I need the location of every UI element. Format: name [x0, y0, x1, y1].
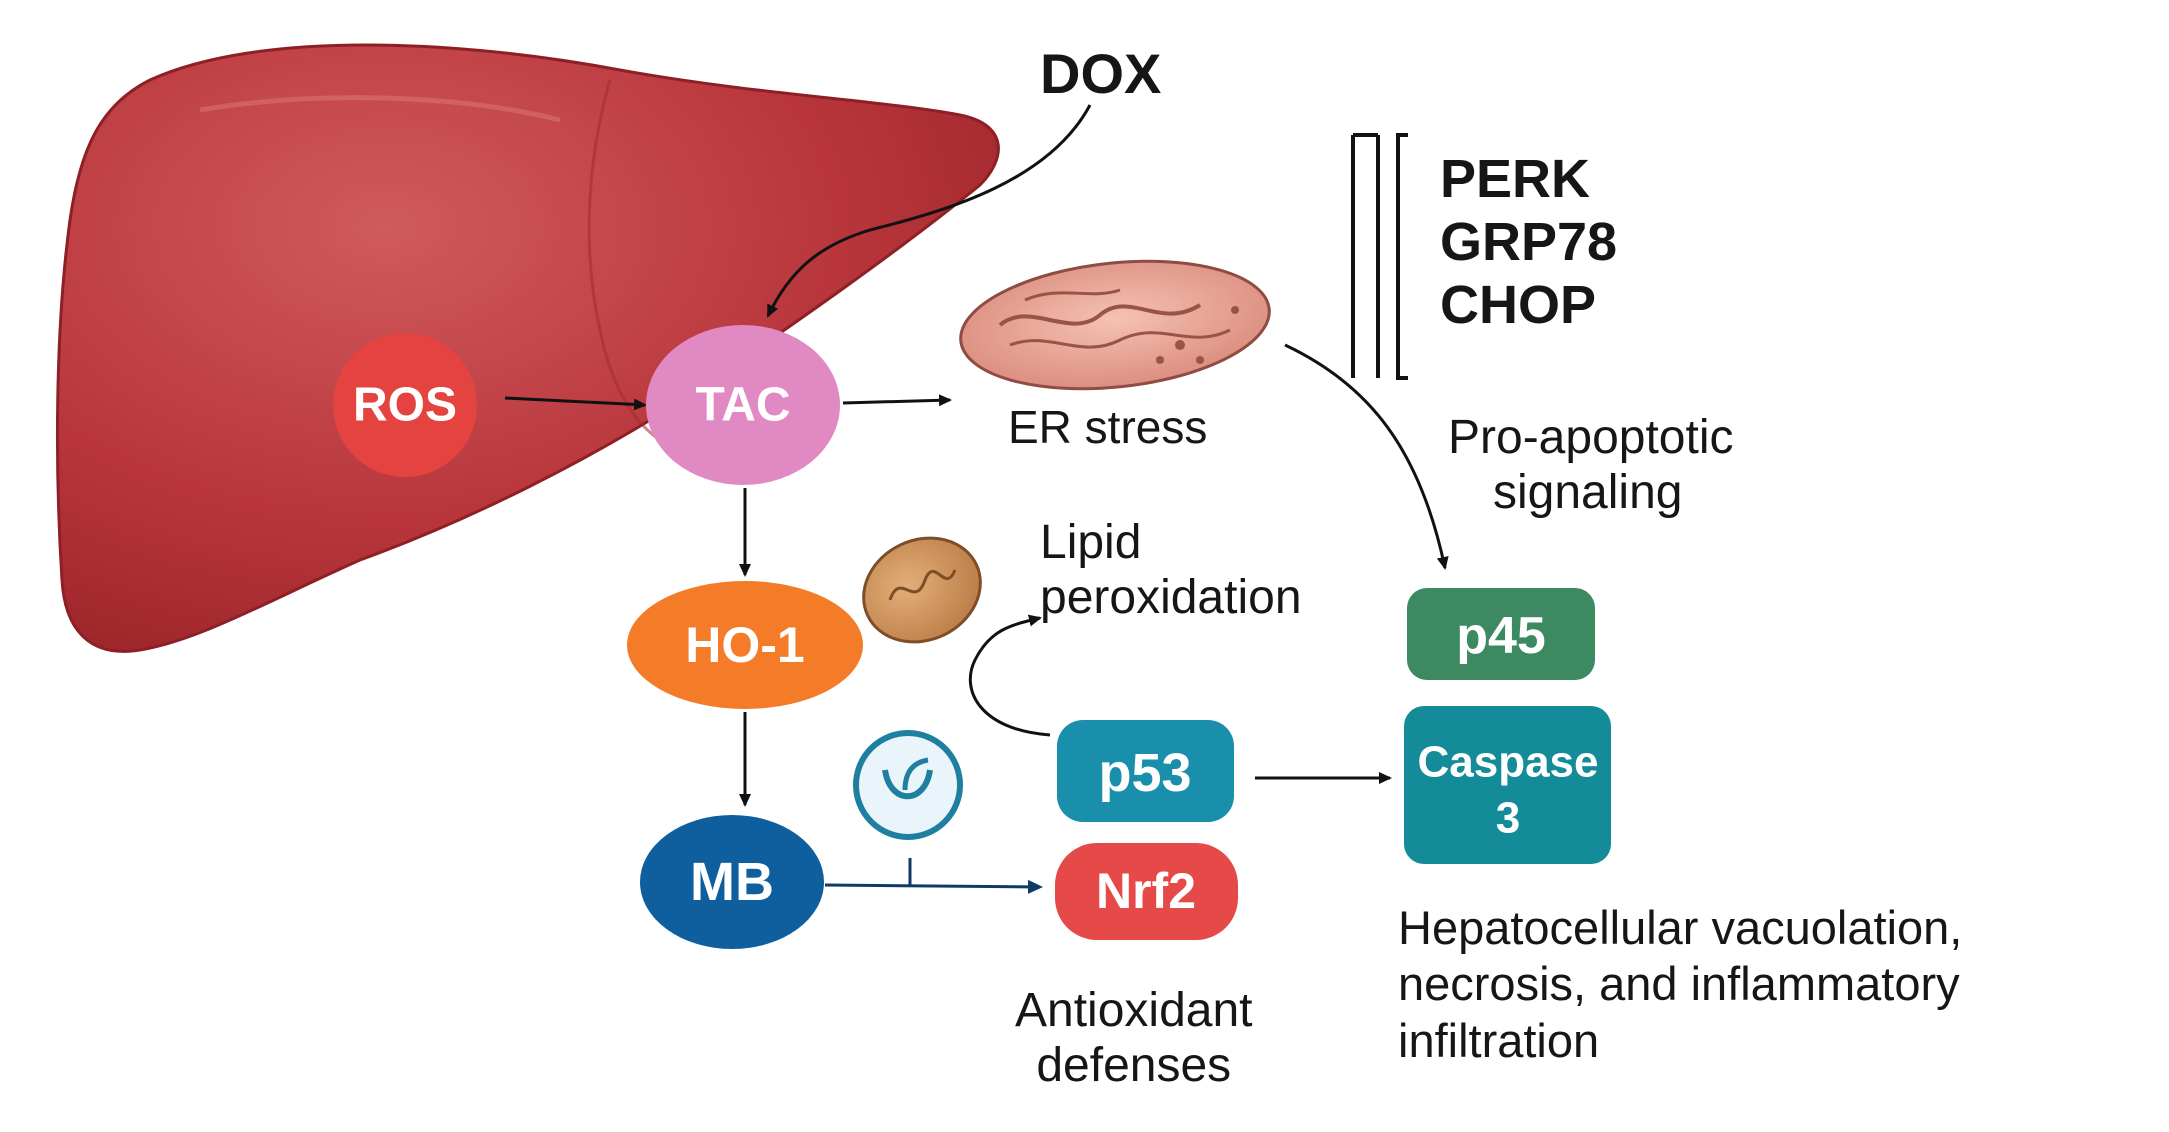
node-nrf2: Nrf2 [1055, 843, 1238, 940]
node-tac-label: TAC [695, 379, 790, 432]
arrow-mb-to-nrf2 [824, 879, 1043, 894]
er-marker-grp78: GRP78 [1440, 212, 1618, 273]
node-ros: ROS [333, 333, 477, 477]
outcome-line3: infiltration [1398, 1013, 1600, 1067]
lipid-peroxidation-label: Lipid peroxidation [1040, 515, 1302, 625]
outcome-label: Hepatocellular vacuolation, necrosis, an… [1398, 900, 1962, 1069]
er-marker-list: PERK GRP78 CHOP [1440, 148, 1617, 338]
pro-apoptotic-line1: Pro-apoptotic [1448, 411, 1734, 464]
node-caspase-label-line1: Caspase [1417, 738, 1598, 787]
arrow-p53-to-lipid-peroxidation [968, 614, 1051, 737]
er-marker-chop: CHOP [1440, 275, 1597, 336]
node-ho1: HO-1 [627, 581, 863, 709]
antioxidant-defenses-label: Antioxidant defenses [1015, 983, 1253, 1093]
node-nrf2-label: Nrf2 [1096, 863, 1196, 919]
node-mb-label: MB [690, 852, 774, 912]
arrow-dox-to-tac [766, 104, 1092, 318]
outcome-line2: necrosis, and inflammatory [1398, 957, 1960, 1011]
node-ho1-label: HO-1 [685, 617, 804, 673]
arrow-er-to-p45 [1284, 343, 1449, 570]
inhibitor-icon [853, 730, 963, 840]
node-caspase-3: Caspase 3 [1404, 706, 1611, 864]
node-p45: p45 [1407, 588, 1595, 680]
lipid-line1: Lipid [1040, 516, 1142, 569]
pro-apoptotic-line2: signaling [1493, 466, 1683, 520]
node-p45-label: p45 [1456, 607, 1546, 665]
node-tac: TAC [646, 325, 840, 485]
er-marker-perk: PERK [1440, 149, 1591, 209]
node-caspase-label-line2: 3 [1496, 794, 1520, 843]
liver-illustration [55, 43, 1000, 653]
mitochondrion-illustration [862, 536, 982, 644]
node-p53: p53 [1057, 720, 1234, 822]
pro-apoptotic-label: Pro-apoptotic signaling [1448, 410, 1734, 520]
er-organelle-illustration [959, 259, 1271, 391]
node-p53-label: p53 [1098, 743, 1191, 803]
arrow-ros-to-tac [504, 396, 647, 411]
node-mb: MB [640, 815, 824, 949]
antioxidant-line2: defenses [1036, 1039, 1232, 1093]
er-marker-bracket [1351, 133, 1408, 380]
arrow-tac-to-er-stress [842, 394, 952, 407]
outcome-line1: Hepatocellular vacuolation, [1398, 901, 1963, 954]
er-stress-label: ER stress [1008, 401, 1208, 453]
lipid-line2: peroxidation [1040, 571, 1302, 625]
drug-label: DOX [1040, 42, 1162, 105]
antioxidant-line1: Antioxidant [1015, 984, 1253, 1037]
node-ros-label: ROS [353, 379, 457, 432]
